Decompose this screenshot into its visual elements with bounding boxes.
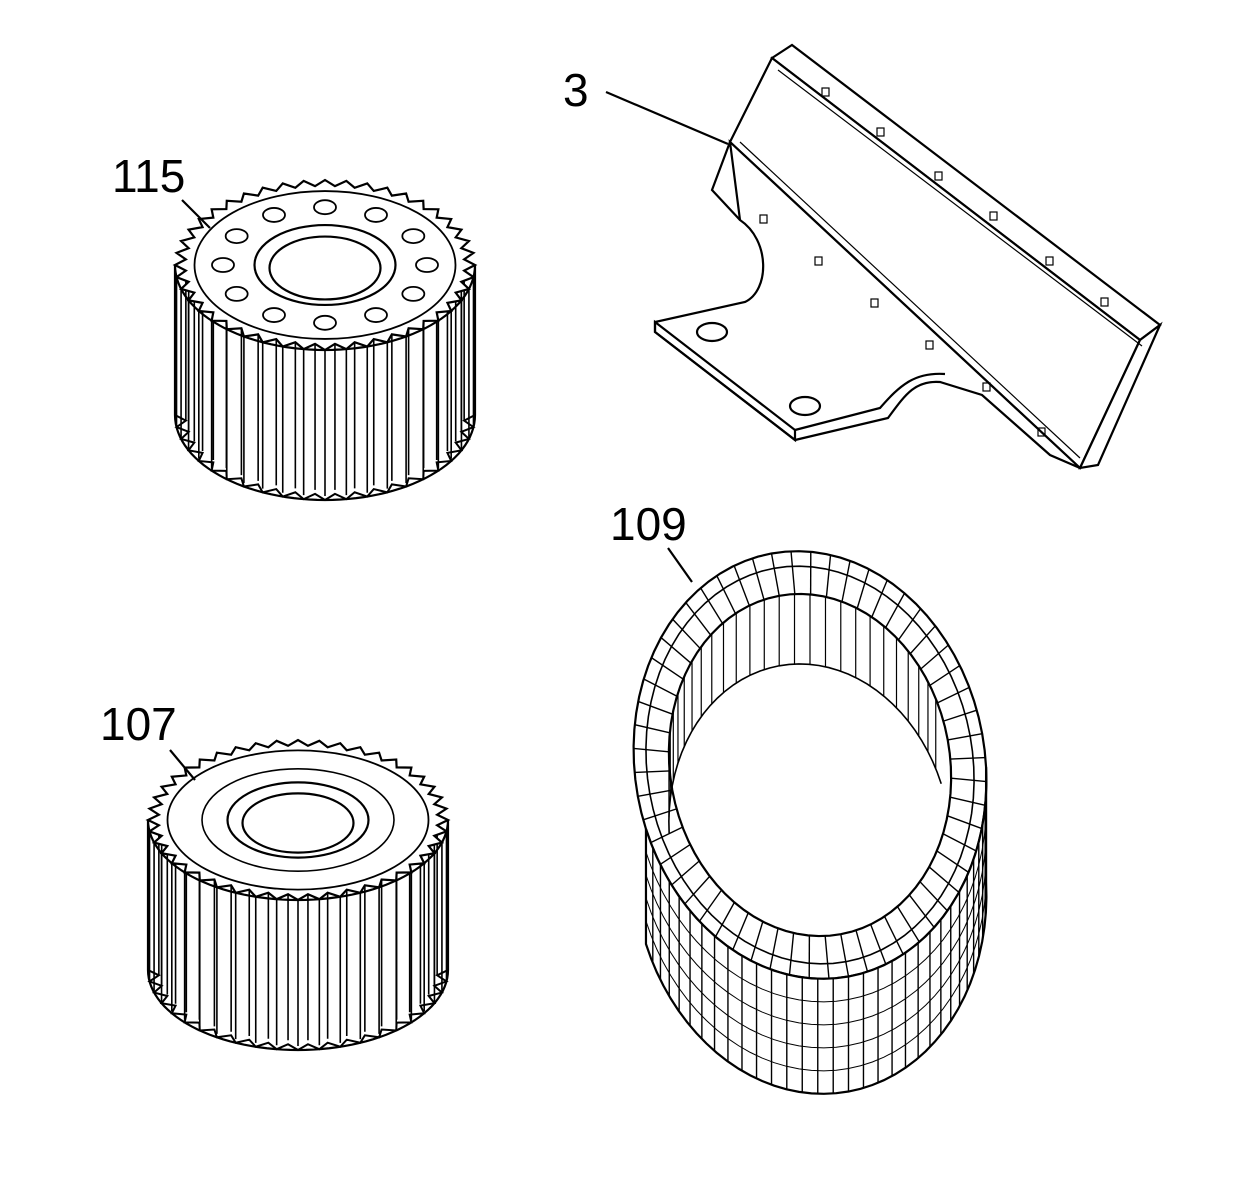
callout-109: 109 <box>610 498 693 583</box>
callout-label-3: 3 <box>563 64 589 116</box>
callout-115: 115 <box>112 150 211 229</box>
leader-line-115 <box>181 199 211 229</box>
callout-label-115: 115 <box>112 150 185 202</box>
leader-line-109 <box>667 547 693 583</box>
gear-with-holes-icon <box>172 178 478 502</box>
callout-label-107: 107 <box>100 698 177 750</box>
callout-label-109: 109 <box>610 498 687 550</box>
callout-3: 3 <box>563 64 729 146</box>
clutch-drum-icon <box>632 550 988 1095</box>
bracket-plate-icon <box>653 43 1163 470</box>
leader-line-3 <box>605 90 729 146</box>
leader-line-107 <box>169 749 196 781</box>
gear-icon <box>145 738 451 1052</box>
callout-107: 107 <box>100 698 196 781</box>
